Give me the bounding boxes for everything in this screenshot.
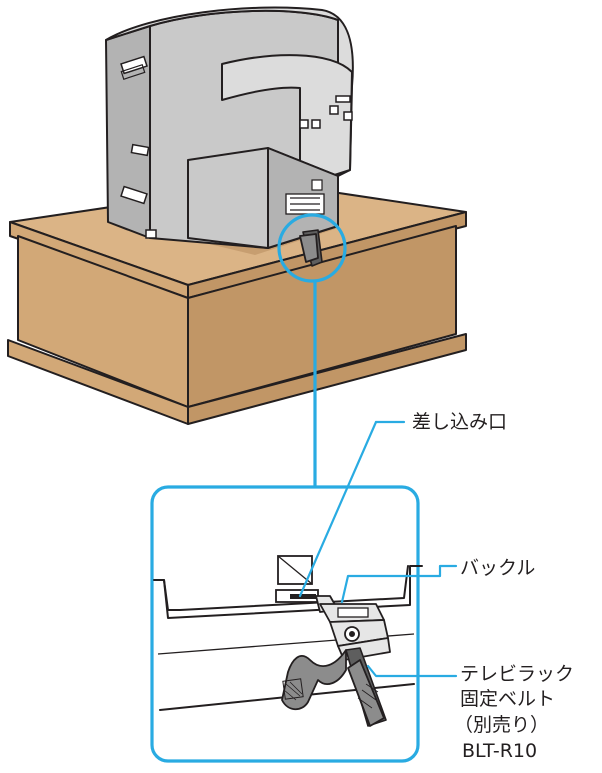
crt-television [105,6,354,267]
label-belt-line2: 固定ベルト [460,688,555,710]
label-belt-line4: BLT-R10 [462,740,537,762]
label-insertion-slot: 差し込み口 [412,411,507,433]
slot-highlight-circle [277,213,347,283]
label-belt-line1: テレビラック [460,663,574,685]
detail-callout [150,420,458,763]
buckle-and-belt [281,595,391,727]
rear-terminals [285,179,325,215]
label-buckle: バックル [460,557,535,579]
detail-callout-frame [150,485,420,763]
label-belt-line3: （別売り） [454,714,549,736]
tv-stand [7,182,467,425]
insertion-slot [275,555,319,603]
